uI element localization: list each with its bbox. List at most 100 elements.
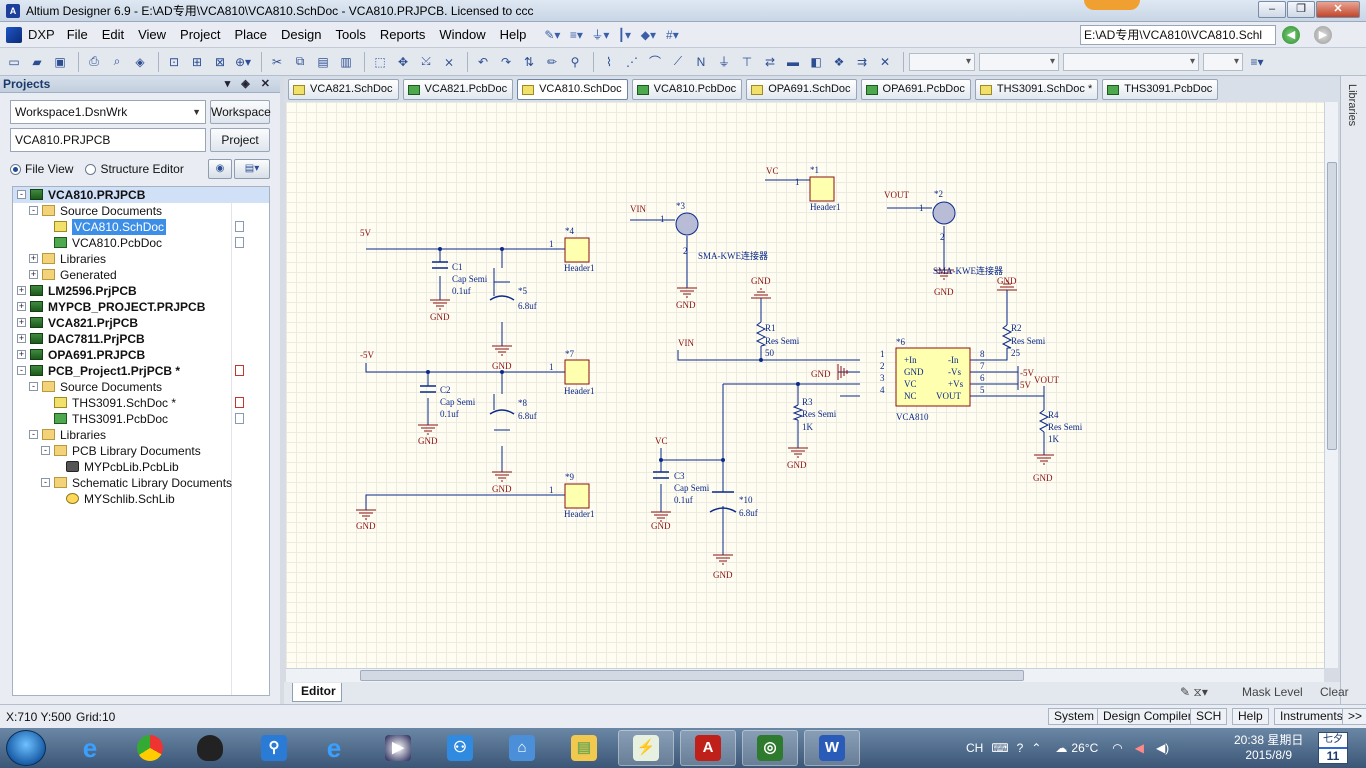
place-vcc-port-icon[interactable]: ⊤ bbox=[741, 54, 753, 69]
structure-editor-radio[interactable] bbox=[85, 163, 97, 175]
document-tab[interactable]: VCA810.SchDoc bbox=[517, 79, 628, 100]
calendar-widget[interactable]: 七夕 11 bbox=[1318, 732, 1348, 764]
back-icon[interactable]: ◀ bbox=[1282, 26, 1300, 44]
document-path-field[interactable]: E:\AD专用\VCA810\VCA810.Schl bbox=[1080, 25, 1276, 45]
tree-item[interactable]: -Source Documents bbox=[13, 379, 269, 395]
clear-filter-icon[interactable]: ⨯ bbox=[443, 54, 455, 69]
collapse-icon[interactable]: - bbox=[17, 190, 26, 199]
tree-item[interactable]: +Generated bbox=[13, 267, 269, 283]
status-sch-button[interactable]: SCH bbox=[1190, 708, 1228, 725]
expand-icon[interactable]: + bbox=[17, 333, 26, 343]
taskbar-pcb-icon[interactable]: ◎ bbox=[742, 730, 798, 766]
expand-icon[interactable]: + bbox=[17, 301, 26, 311]
rubber-stamp-icon[interactable]: ▥ bbox=[340, 54, 352, 69]
filter-combo-4[interactable]: ▾ bbox=[1203, 52, 1243, 71]
collapse-icon[interactable]: - bbox=[29, 430, 38, 439]
expand-icon[interactable]: + bbox=[29, 253, 38, 263]
place-net-label-icon[interactable]: N bbox=[696, 54, 706, 69]
place-part-icon[interactable]: ⇄ bbox=[764, 54, 776, 69]
document-tab[interactable]: VCA821.SchDoc bbox=[288, 79, 399, 100]
place-gnd-port-icon[interactable]: ⏚ bbox=[717, 55, 730, 69]
forward-icon[interactable]: ▶ bbox=[1314, 26, 1332, 44]
collapse-icon[interactable]: - bbox=[29, 382, 38, 391]
place-wire-icon[interactable]: ⌇ bbox=[606, 54, 612, 69]
restore-button[interactable]: ❐ bbox=[1287, 1, 1315, 18]
print-preview-icon[interactable]: ⌕ bbox=[113, 54, 121, 68]
tree-item[interactable]: THS3091.SchDoc * bbox=[13, 395, 269, 411]
tree-item[interactable]: +OPA691.PRJPCB bbox=[13, 347, 269, 363]
collapse-icon[interactable]: - bbox=[41, 446, 50, 455]
paste-icon[interactable]: ▤ bbox=[317, 54, 329, 69]
language-indicator[interactable]: CH bbox=[966, 741, 984, 755]
status-design-compiler-button[interactable]: Design Compiler bbox=[1097, 708, 1198, 725]
schematic-sheet[interactable]: 5V -5V VIN VC VOUT VIN VC VOUT -5V 5V GN… bbox=[286, 102, 1324, 668]
horizontal-scroll-thumb[interactable] bbox=[360, 670, 1024, 681]
taskbar-search-icon[interactable]: ⚲ bbox=[246, 730, 302, 766]
vertical-scroll-thumb[interactable] bbox=[1327, 162, 1337, 450]
wiring-tools-icon[interactable]: ✎▾ bbox=[544, 27, 561, 42]
menu-place[interactable]: Place bbox=[234, 27, 268, 42]
status-help-button[interactable]: Help bbox=[1232, 708, 1269, 725]
tree-item[interactable]: -VCA810.PRJPCB bbox=[13, 187, 269, 203]
place-sheet-symbol-icon[interactable]: ▬ bbox=[787, 54, 799, 69]
place-bus-icon[interactable]: ⋰ bbox=[626, 54, 638, 69]
help-icon[interactable]: ? bbox=[1016, 741, 1024, 755]
taskbar-media-icon[interactable]: ▶ bbox=[370, 730, 426, 766]
device-sheet-icon[interactable]: ◈ bbox=[135, 54, 145, 69]
document-tab[interactable]: OPA691.SchDoc bbox=[746, 79, 857, 100]
filter-combo-1[interactable]: ▾ bbox=[909, 52, 975, 71]
minimize-button[interactable]: ‒ bbox=[1258, 1, 1286, 18]
select-area-icon[interactable]: ⬚ bbox=[374, 54, 386, 69]
tree-item[interactable]: +DAC7811.PrjPCB bbox=[13, 331, 269, 347]
zoom-menu-icon[interactable]: ⊕▾ bbox=[234, 54, 252, 69]
status-more-button[interactable]: >> bbox=[1342, 708, 1366, 725]
tree-item[interactable]: -Schematic Library Documents bbox=[13, 475, 269, 491]
menu-tools[interactable]: Tools bbox=[335, 27, 366, 42]
place-bus-entry-icon[interactable]: ⟋ bbox=[673, 54, 683, 68]
menu-file[interactable]: File bbox=[66, 27, 88, 42]
grid-icon[interactable]: #▾ bbox=[666, 27, 679, 42]
taskbar-pdf-icon[interactable]: A bbox=[680, 730, 736, 766]
menu-view[interactable]: View bbox=[138, 27, 167, 42]
project-field[interactable]: VCA810.PRJPCB bbox=[10, 128, 206, 152]
taskbar-word-icon[interactable]: W bbox=[804, 730, 860, 766]
tree-item[interactable]: -Libraries bbox=[13, 427, 269, 443]
document-tab[interactable]: OPA691.PcbDoc bbox=[860, 79, 971, 100]
place-no-erc-icon[interactable]: ✕ bbox=[879, 54, 891, 69]
project-tools-icon[interactable]: ▤▾ bbox=[234, 159, 270, 179]
menu-dxp[interactable]: DXP bbox=[6, 26, 55, 43]
menu-reports[interactable]: Reports bbox=[379, 27, 426, 42]
browse-library-icon[interactable]: ⚲ bbox=[570, 54, 580, 69]
zoom-fit-icon[interactable]: ⊡ bbox=[168, 54, 180, 69]
zoom-selected-icon[interactable]: ⊠ bbox=[214, 54, 226, 69]
document-tab[interactable]: THS3091.SchDoc * bbox=[974, 79, 1099, 100]
tree-item[interactable]: +MYPCB_PROJECT.PRJPCB bbox=[13, 299, 269, 315]
keyboard-icon[interactable]: ⌨ bbox=[991, 741, 1009, 755]
zoom-area-icon[interactable]: ⊞ bbox=[191, 54, 203, 69]
status-instruments-button[interactable]: Instruments bbox=[1274, 708, 1349, 725]
expand-icon[interactable]: + bbox=[17, 349, 26, 359]
tree-item[interactable]: MYSchlib.SchLib bbox=[13, 491, 269, 507]
wifi-icon[interactable]: ◠ bbox=[1112, 741, 1123, 755]
tree-item[interactable]: -PCB_Project1.PrjPCB * bbox=[13, 363, 269, 379]
expand-icon[interactable]: + bbox=[17, 285, 26, 295]
workspace-button[interactable]: Workspace bbox=[210, 100, 271, 124]
component-icon[interactable]: ◆▾ bbox=[640, 27, 657, 42]
taskbar-altium-icon[interactable]: ⚡ bbox=[618, 730, 674, 766]
place-device-sheet-icon[interactable]: ❖ bbox=[833, 54, 845, 69]
file-view-radio[interactable] bbox=[10, 163, 21, 175]
tree-item[interactable]: VCA810.SchDoc bbox=[13, 219, 269, 235]
tree-item[interactable]: -PCB Library Documents bbox=[13, 443, 269, 459]
libraries-panel-tab[interactable]: Libraries bbox=[1346, 84, 1358, 127]
new-file-icon[interactable]: ▭ bbox=[8, 54, 20, 69]
cross-probe-icon[interactable]: ✏ bbox=[546, 54, 558, 69]
tray-expand-icon[interactable]: ⌃ bbox=[1031, 741, 1042, 755]
save-icon[interactable]: ▣ bbox=[54, 54, 66, 69]
workspace-select[interactable]: Workspace1.DsnWrk ▼ bbox=[10, 100, 206, 124]
tree-item[interactable]: THS3091.PcbDoc bbox=[13, 411, 269, 427]
print-icon[interactable]: ⎙ bbox=[89, 54, 99, 68]
mask-pencil-icon[interactable]: ✎ ⧖▾ bbox=[1180, 685, 1208, 699]
collapse-icon[interactable]: - bbox=[17, 366, 26, 375]
menu-help[interactable]: Help bbox=[499, 27, 527, 42]
tree-item[interactable]: +VCA821.PrjPCB bbox=[13, 315, 269, 331]
